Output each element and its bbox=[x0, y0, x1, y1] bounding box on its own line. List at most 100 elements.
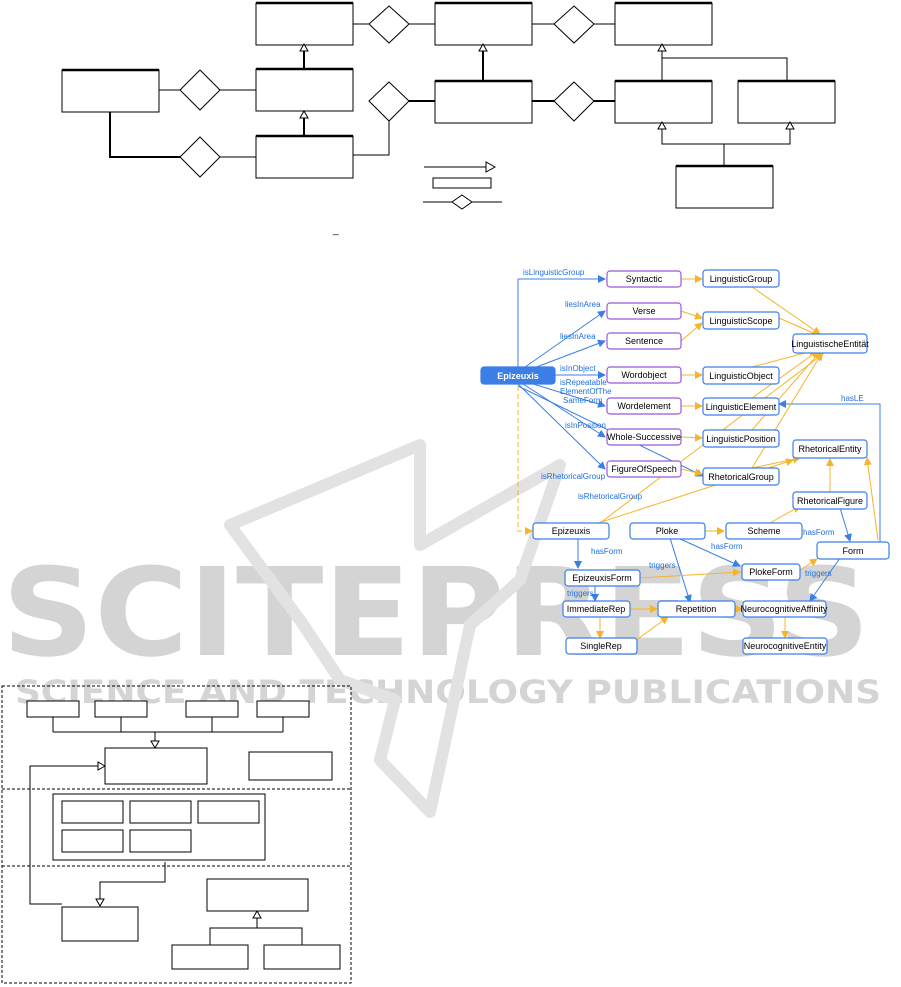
uml-box bbox=[255, 2, 354, 46]
edge-label: isRhetoricalGroup bbox=[541, 472, 606, 481]
node-epizeuxis-form[interactable] bbox=[564, 569, 641, 587]
edge-label: isRhetoricalGroup bbox=[578, 492, 643, 501]
generalization-arrowhead bbox=[252, 909, 262, 919]
node-neurocognitive-entity[interactable] bbox=[742, 637, 828, 655]
arch-box bbox=[197, 800, 260, 824]
node-ploke-form[interactable] bbox=[741, 563, 801, 581]
uml-box bbox=[737, 80, 836, 124]
edge-label: hasLE bbox=[841, 394, 864, 403]
uml-box bbox=[434, 80, 533, 124]
root-node[interactable] bbox=[480, 366, 556, 385]
arch-box bbox=[129, 829, 192, 853]
arch-box bbox=[248, 751, 333, 781]
edge-label: SameForm bbox=[563, 396, 603, 405]
node-repetition[interactable] bbox=[657, 600, 736, 618]
node-label: RhetoricalEntity bbox=[798, 444, 862, 454]
node-immediate-rep[interactable] bbox=[562, 600, 631, 618]
generalization-arrowhead bbox=[657, 42, 667, 52]
node-label: LinguisticGroup bbox=[710, 274, 773, 284]
node-label: Wordelement bbox=[617, 401, 671, 411]
node-single-rep[interactable] bbox=[565, 637, 638, 655]
generalization-arrowhead bbox=[150, 740, 160, 750]
node-label: Epizeuxis bbox=[552, 526, 591, 536]
node-syntactic[interactable] bbox=[606, 270, 682, 288]
uml-box bbox=[614, 2, 713, 46]
node-linguistic-position[interactable] bbox=[702, 429, 780, 448]
node-verse[interactable] bbox=[606, 302, 682, 320]
node-label: Syntactic bbox=[626, 274, 663, 284]
generalization-arrowhead bbox=[97, 761, 107, 771]
node-label: LinguisticObject bbox=[709, 371, 773, 381]
edge-label: triggers bbox=[649, 561, 676, 570]
edge-label: hasForm bbox=[711, 542, 743, 551]
node-neurocognitive-affinity[interactable] bbox=[742, 600, 827, 618]
arch-box bbox=[94, 700, 148, 718]
uml-box bbox=[255, 135, 354, 179]
edge-label: hasForm bbox=[591, 547, 623, 556]
generalization-arrowhead bbox=[95, 898, 105, 908]
edge-label: isLinguisticGroup bbox=[523, 268, 585, 277]
node-label: ImmediateRep bbox=[567, 604, 626, 614]
generalization-arrowhead bbox=[478, 42, 488, 52]
generalization-arrowhead bbox=[657, 120, 667, 130]
node-linguistic-group[interactable] bbox=[702, 269, 780, 288]
node-rhetorical-group[interactable] bbox=[702, 467, 780, 486]
ontology-nodes: Epizeuxis Syntactic Verse Sentence Wordo… bbox=[480, 269, 890, 655]
arch-box bbox=[61, 906, 139, 942]
node-label: Whole-Successive bbox=[607, 432, 681, 442]
node-ploke[interactable] bbox=[629, 522, 706, 540]
arch-box bbox=[206, 878, 309, 912]
association-diamond bbox=[368, 5, 410, 44]
node-label: Scheme bbox=[747, 526, 780, 536]
root-node-label: Epizeuxis bbox=[497, 371, 539, 381]
node-label: Form bbox=[843, 546, 864, 556]
node-label: LinguistischeEntität bbox=[791, 339, 869, 349]
node-epizeuxis-class[interactable] bbox=[532, 522, 610, 540]
arch-box bbox=[61, 829, 124, 853]
edge-label: isInObject bbox=[560, 364, 596, 373]
arch-box bbox=[104, 747, 208, 785]
watermark-swoosh bbox=[224, 439, 566, 818]
arch-box bbox=[263, 944, 341, 970]
association-diamond bbox=[553, 5, 595, 44]
node-wordelement[interactable] bbox=[606, 397, 682, 415]
node-label: SingleRep bbox=[580, 641, 622, 651]
node-label: NeurocognitiveAffinity bbox=[741, 604, 828, 614]
node-sentence[interactable] bbox=[606, 332, 682, 350]
edge-label: liesInArea bbox=[560, 332, 596, 341]
node-whole-successive[interactable] bbox=[606, 428, 682, 446]
uml-box bbox=[614, 80, 713, 124]
node-label: NeurocognitiveEntity bbox=[744, 641, 827, 651]
node-label: Verse bbox=[632, 306, 655, 316]
edge-label: liesInArea bbox=[565, 300, 601, 309]
node-scheme[interactable] bbox=[725, 522, 803, 540]
node-linguistic-element[interactable] bbox=[702, 397, 780, 416]
association-diamond bbox=[179, 136, 221, 178]
node-label: FigureOfSpeech bbox=[611, 464, 677, 474]
arch-box bbox=[256, 700, 310, 718]
layer-frame bbox=[1, 685, 352, 984]
stray-mark: _ bbox=[332, 225, 339, 236]
node-rhetorical-entity[interactable] bbox=[792, 439, 868, 459]
uml-box bbox=[675, 165, 774, 209]
edge-label: isInPosition bbox=[565, 421, 606, 430]
node-linguistic-object[interactable] bbox=[702, 366, 780, 385]
edge-label: ElementOfThe bbox=[560, 387, 612, 396]
generalization-arrowhead bbox=[299, 42, 309, 52]
node-label: LinguisticPosition bbox=[706, 434, 776, 444]
node-figure-of-speech[interactable] bbox=[606, 460, 682, 478]
node-form[interactable] bbox=[816, 541, 890, 560]
generalization-arrowhead bbox=[299, 109, 309, 119]
arch-box bbox=[26, 700, 80, 718]
arch-box bbox=[171, 944, 249, 970]
architecture-diagram bbox=[1, 685, 352, 984]
node-linguistic-scope[interactable] bbox=[702, 311, 780, 330]
node-wordobject[interactable] bbox=[606, 366, 682, 384]
node-label: RhetoricalFigure bbox=[797, 496, 863, 506]
node-rhetorical-figure[interactable] bbox=[792, 491, 868, 510]
edge-label: triggers bbox=[805, 569, 832, 578]
association-diamond bbox=[179, 69, 221, 111]
node-linguistische-entitat[interactable] bbox=[792, 333, 868, 354]
edge-label: hasForm bbox=[803, 528, 835, 537]
